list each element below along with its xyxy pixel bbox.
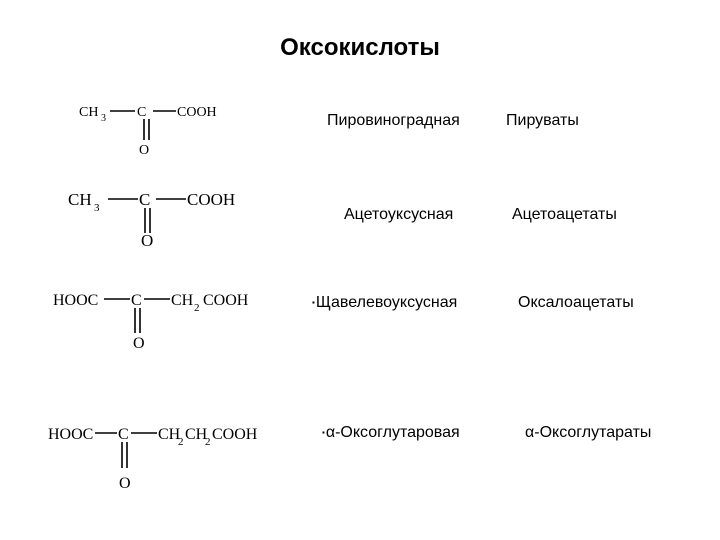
formula-4-oxygen: O [119,475,131,492]
formula-3-left: HOOC [53,292,98,309]
formula-4-right-b: CH [185,426,208,443]
formula-3-right-sub: 2 [194,302,200,314]
formula-4-right-sub2: 2 [205,436,211,448]
formula-1-left: CH [79,105,98,120]
acid-name-pyruvic: Пировиноградная [327,112,460,129]
formula-3-right-b: COOH [203,292,249,309]
formula-3-right-a: CH [171,292,194,309]
salt-name-acetoacetates: Ацетоацетаты [512,206,617,223]
formula-3-oxygen: O [133,335,145,352]
formula-2-left-sub: 3 [94,202,100,214]
bullet-icon: ▪ [312,298,315,308]
formula-4-right-sub1: 2 [178,436,184,448]
page-title: Оксокислоты [280,34,440,61]
formula-1-right: COOH [177,105,217,120]
formula-4-left: HOOC [48,426,93,443]
formula-2-right: COOH [187,190,235,209]
formula-4-right-a: CH [158,426,181,443]
acid-name-oxaloacetic-label: Щавелевоуксусная [315,294,458,311]
formula-3-center: C [131,292,142,309]
acid-name-oxoglutaric: ▪α-Оксоглутаровая [322,424,460,442]
formula-1-center: C [137,105,146,120]
formula-4-right-c: COOH [212,426,258,443]
formula-1-left-sub: 3 [101,113,106,124]
salt-name-pyruvates: Пируваты [506,112,579,129]
formula-2-left: CH [68,190,92,209]
formula-1-oxygen: O [139,143,149,158]
acid-name-oxaloacetic: ▪Щавелевоуксусная [312,294,457,312]
formula-2-center: C [139,190,150,209]
acid-name-oxoglutaric-label: α-Оксоглутаровая [325,424,460,441]
salt-name-oxaloacetates: Оксалоацетаты [518,294,634,311]
acid-name-acetoacetic: Ацетоуксусная [344,206,454,223]
salt-name-oxoglutarates: α-Оксоглутараты [525,424,652,441]
bullet-icon: ▪ [322,428,325,438]
formula-2-oxygen: O [141,231,153,250]
formula-4-center: C [118,426,129,443]
